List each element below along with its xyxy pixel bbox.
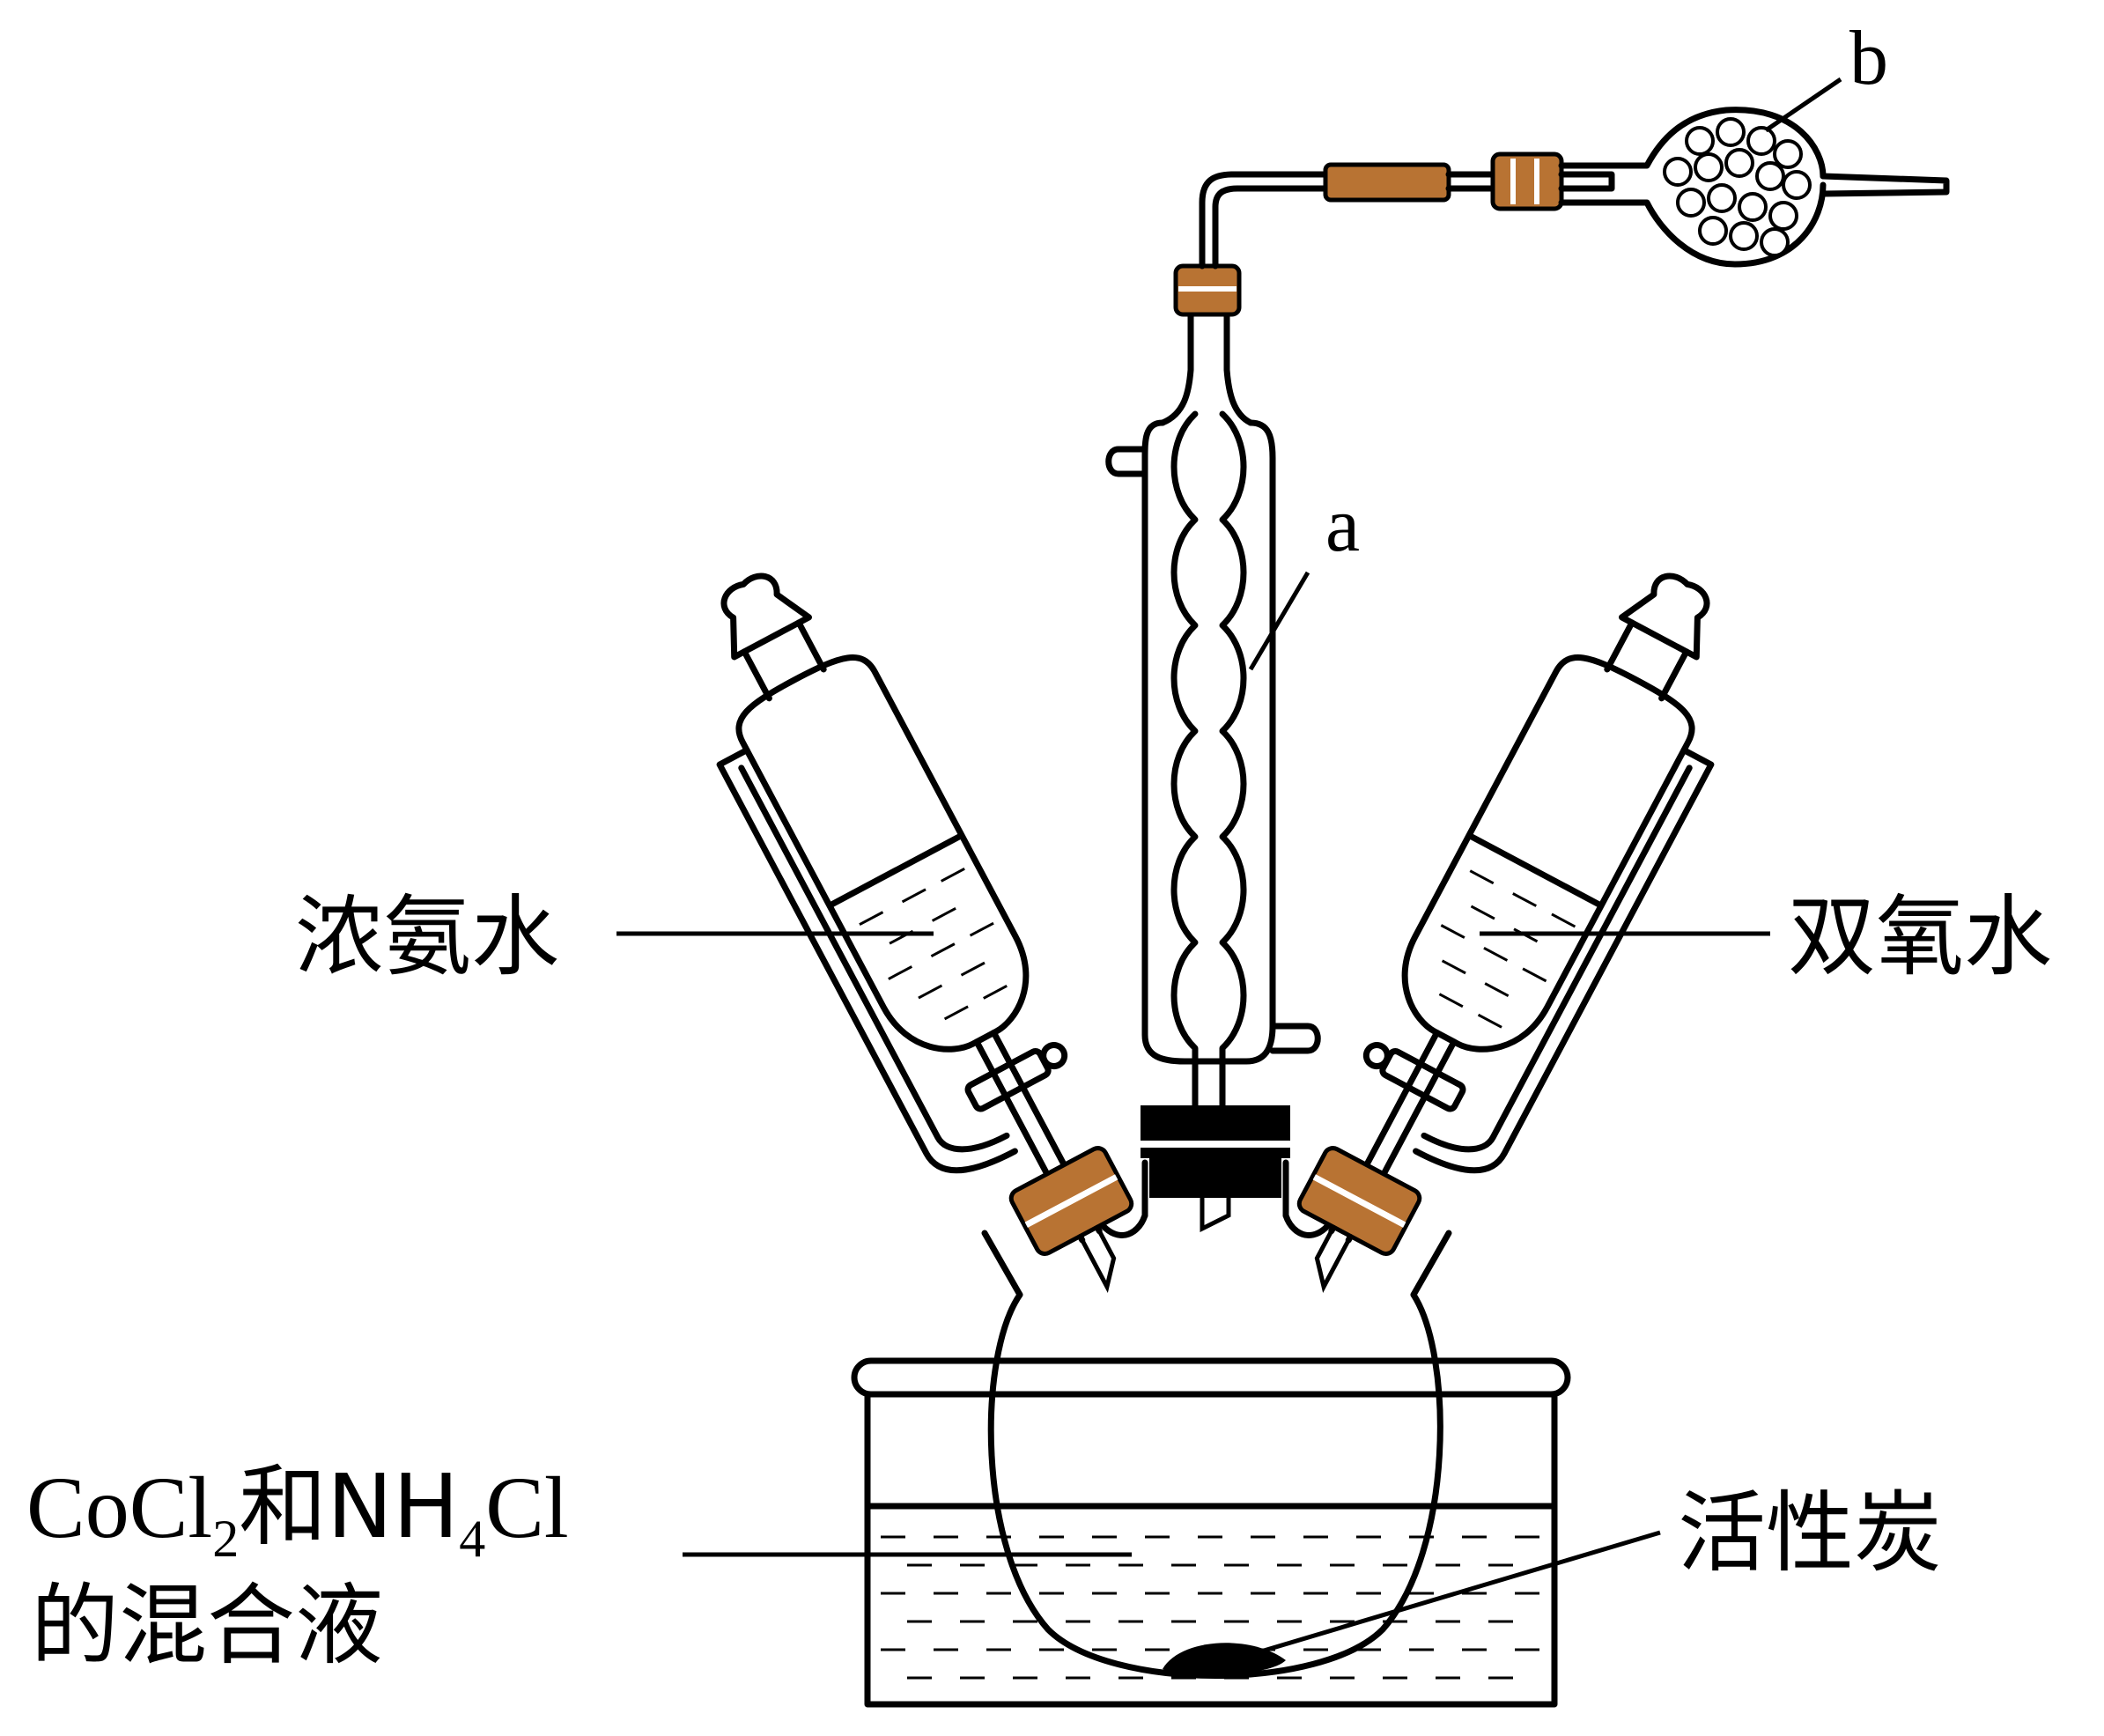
delivery-tube bbox=[1173, 151, 1615, 317]
right-funnel-liquid-dashes bbox=[1438, 869, 1576, 1029]
left-funnel-liquid-dashes bbox=[859, 868, 1008, 1021]
granule bbox=[1760, 227, 1790, 257]
center-stopper bbox=[1141, 1105, 1290, 1233]
rubber-connector-right bbox=[1490, 151, 1564, 211]
label-a: a bbox=[1325, 483, 1360, 568]
granule bbox=[1707, 183, 1737, 213]
granule bbox=[1685, 126, 1715, 156]
rubber-connector-mid bbox=[1323, 162, 1451, 203]
right-dropping-funnel bbox=[1296, 573, 1715, 1293]
granule bbox=[1698, 216, 1728, 246]
label-mixture-line1: CoCl2和NH4Cl bbox=[26, 1455, 569, 1568]
granule bbox=[1773, 139, 1803, 169]
activated-carbon bbox=[1163, 1643, 1286, 1675]
granule bbox=[1716, 117, 1746, 147]
label-catalyst: 活性炭 bbox=[1678, 1481, 1942, 1585]
granule bbox=[1724, 148, 1754, 178]
left-dropping-funnel bbox=[716, 573, 1134, 1293]
bulb-condenser bbox=[1105, 296, 1321, 1109]
drying-agent-granules bbox=[1663, 117, 1812, 257]
granule bbox=[1782, 170, 1812, 200]
granule bbox=[1663, 157, 1693, 187]
granule bbox=[1694, 152, 1724, 182]
granule bbox=[1746, 126, 1776, 156]
water-bath bbox=[851, 1357, 1571, 1708]
granule bbox=[1729, 221, 1759, 251]
label-right-funnel: 双氧水 bbox=[1788, 885, 2052, 988]
drying-tube bbox=[1558, 107, 1950, 268]
pointer-lines bbox=[616, 77, 1842, 1658]
granule bbox=[1768, 201, 1798, 231]
granule bbox=[1676, 188, 1706, 218]
label-mixture-line2: 的混合液 bbox=[31, 1574, 383, 1677]
granule bbox=[1738, 192, 1768, 222]
pointer-catalyst bbox=[1245, 1530, 1661, 1658]
label-left-funnel: 浓氨水 bbox=[295, 885, 559, 988]
pointer-b bbox=[1764, 77, 1842, 133]
pointer-a bbox=[1248, 571, 1310, 671]
granule bbox=[1755, 161, 1785, 191]
label-b: b bbox=[1849, 16, 1888, 101]
three-neck-flask bbox=[981, 1159, 1452, 1679]
